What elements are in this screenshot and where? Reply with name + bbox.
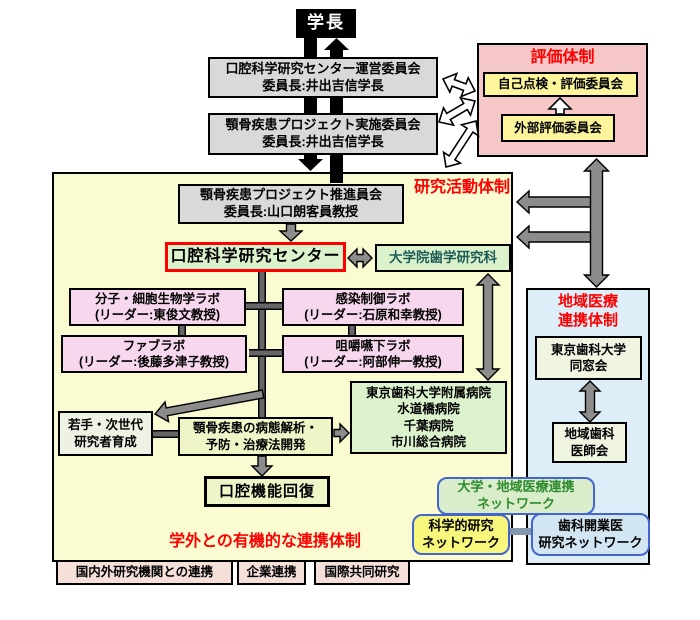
partner-international-label: 国際共同研究 [324,565,400,580]
partner-domestic-box: 国内外研究機関との連携 [56,560,233,585]
hospitals-line4: 市川総合病院 [390,434,466,449]
promotion-committee-box: 顎骨疾患プロジェクト推進員会 委員長:山口朗客員教授 [178,184,404,224]
lab-infection-name: 感染制御ラボ [335,291,411,306]
lab-fab-name: ファブラボ [122,338,186,353]
network-scientific-box: 科学的研究 ネットワーク [412,514,510,555]
lab-fab-box: ファブラボ (リーダー:後藤多津子教授) [61,335,247,373]
partner-corporate-label: 企業連携 [246,565,297,580]
research-activity-title: 研究活動体制 [413,179,510,196]
partner-domestic-label: 国内外研究機関との連携 [75,565,214,580]
network-university-regional-line1: 大学・地域医療連携 [457,479,575,495]
oral-science-center-label: 口腔科学研究センター [170,247,341,265]
external-evaluation-label: 外部評価委員会 [514,120,602,135]
network-scientific-line2: ネットワーク [421,534,500,550]
network-practitioners-line1: 歯科開業医 [557,517,623,533]
arrow-trunk-to-research-1 [515,189,601,215]
arrow-steering-evaluation [441,72,477,98]
implementation-committee-name: 顎骨疾患プロジェクト実施委員会 [225,117,421,133]
pathology-research-line2: 予防・治療法開発 [205,437,306,452]
steering-committee-name: 口腔科学研究センター運営委員会 [225,60,421,76]
young-researchers-line2: 研究者育成 [74,434,137,449]
promotion-committee-chair: 委員長:山口朗客員教授 [223,204,359,219]
alumni-association-line2: 同窓会 [569,359,608,373]
alumni-association-line1: 東京歯科大学 [550,342,626,357]
regional-medical-title: 地域医療 連携体制 [526,293,650,331]
dental-association-line2: 医師会 [570,443,609,458]
regional-medical-title-line1: 地域医療 [557,293,618,310]
network-practitioners-box: 歯科開業医 研究ネットワーク [531,513,650,556]
president-label: 学長 [307,13,345,33]
lab-mastication-name: 咀嚼嚥下ラボ [335,338,411,353]
lab-fab-leader: (リーダー:後藤多津子教授) [79,355,229,369]
arrow-research-evaluation [442,120,480,168]
pathology-research-line1: 顎骨疾患の病態解析・ [192,421,318,436]
implementation-committee-chair: 委員長:井出吉信学長 [262,134,384,149]
self-check-committee-box: 自己点検・評価委員会 [483,72,638,97]
lab-molecular-leader: (リーダー:東俊文教授) [95,308,220,322]
oral-function-recovery-box: 口腔機能回復 [204,476,330,507]
external-evaluation-box: 外部評価委員会 [501,114,615,142]
network-practitioners-line2: 研究ネットワーク [538,534,643,550]
network-scientific-line1: 科学的研究 [428,517,494,533]
hospitals-box: 東京歯科大学附属病院 水道橋病院 千葉病院 市川総合病院 [350,381,507,454]
regional-medical-title-line2: 連携体制 [557,311,618,329]
oral-function-recovery-label: 口腔機能回復 [218,482,315,500]
lab-infection-leader: (リーダー:石原和幸教授) [304,308,442,322]
partner-corporate-box: 企業連携 [237,560,306,585]
network-university-regional-box: 大学・地域医療連携 ネットワーク [437,477,595,515]
pathology-research-box: 顎骨疾患の病態解析・ 予防・治療法開発 [178,417,333,456]
dental-association-line1: 地域歯科 [564,427,615,442]
young-researchers-box: 若手・次世代 研究者育成 [58,411,153,456]
partner-international-box: 国際共同研究 [314,560,410,585]
young-researchers-line1: 若手・次世代 [67,418,143,433]
president-box: 学長 [296,9,356,38]
lab-molecular-name: 分子・細胞生物学ラボ [94,291,220,306]
hospitals-line3: 千葉病院 [403,418,454,433]
external-collaboration-title: 学外との有機的な連携体制 [169,533,361,550]
steering-committee-box: 口腔科学研究センター運営委員会 委員長:井出吉信学長 [208,57,438,98]
hospitals-line2: 水道橋病院 [397,402,460,417]
lab-mastication-leader: (リーダー:阿部伸一教授) [304,355,442,369]
lab-molecular-box: 分子・細胞生物学ラボ (リーダー:東俊文教授) [69,288,246,326]
grad-school-box: 大学院歯学研究科 [375,244,511,272]
arrow-implementation-evaluation [437,96,477,127]
hospitals-line1: 東京歯科大学附属病院 [365,386,491,400]
dental-association-box: 地域歯科 医師会 [552,422,627,463]
lab-infection-box: 感染制御ラボ (リーダー:石原和幸教授) [282,288,464,326]
self-check-committee-label: 自己点検・評価委員会 [497,77,623,92]
implementation-committee-box: 顎骨疾患プロジェクト実施委員会 委員長:井出吉信学長 [208,113,438,155]
network-university-regional-line2: ネットワーク [476,496,555,511]
lab-mastication-box: 咀嚼嚥下ラボ (リーダー:阿部伸一教授) [282,335,464,373]
alumni-association-box: 東京歯科大学 同窓会 [535,336,642,380]
evaluation-title: 評価体制 [530,49,595,66]
arrow-eval-regional-trunk [582,158,611,288]
arrow-trunk-to-research-2 [515,224,601,250]
grad-school-label: 大学院歯学研究科 [389,250,497,266]
oral-science-center-box: 口腔科学研究センター [165,242,346,272]
steering-committee-chair: 委員長:井出吉信学長 [262,77,384,93]
promotion-committee-name: 顎骨疾患プロジェクト推進員会 [199,187,382,203]
